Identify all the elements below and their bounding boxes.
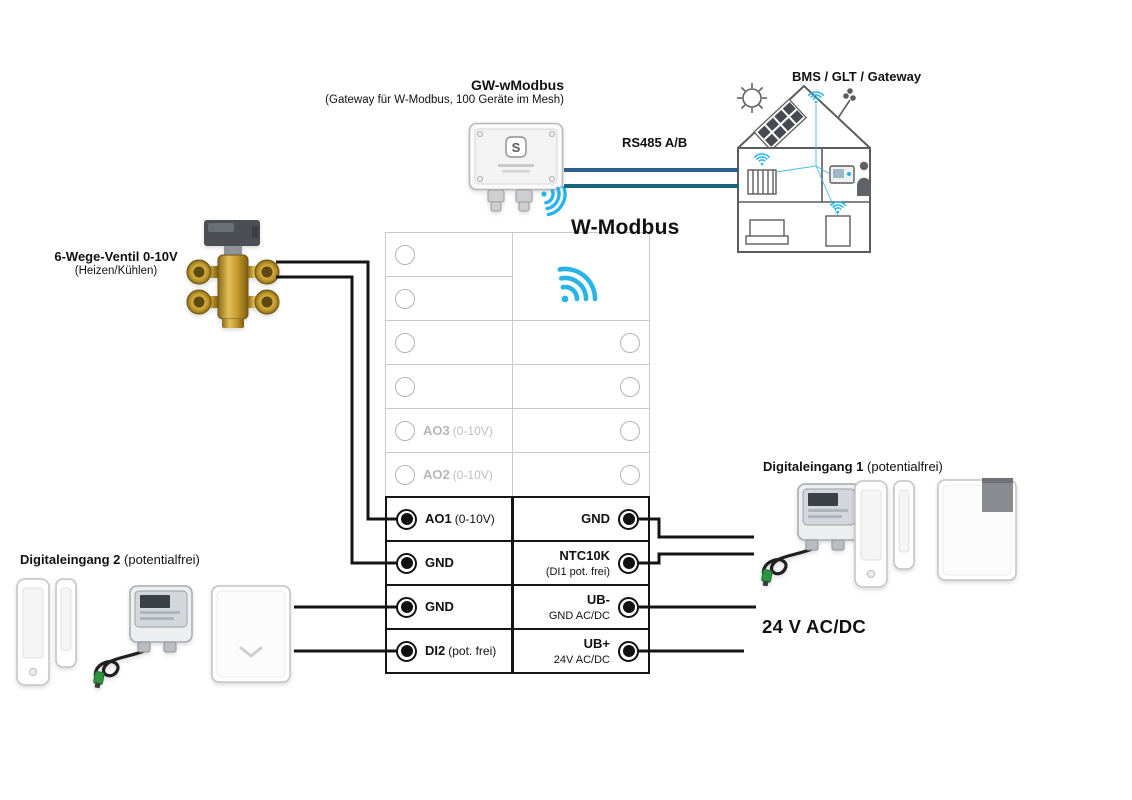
terminal-cell bbox=[385, 232, 513, 277]
terminal-column-left: AO3(0-10V) AO2(0-10V) AO1(0-10V) GND GND… bbox=[385, 232, 513, 674]
terminal-circle bbox=[618, 508, 639, 530]
terminal-cell-ub-plus: UB+24V AC/DC bbox=[512, 628, 650, 674]
sensor-connector bbox=[761, 569, 773, 587]
key-card bbox=[982, 478, 1013, 512]
wire-gnd-di1 bbox=[637, 517, 754, 539]
terminal-cell-gnd: GND bbox=[385, 540, 513, 586]
terminal-circle bbox=[618, 596, 639, 618]
cable-glands bbox=[487, 189, 533, 212]
gateway-title-block: GW-wModbus (Gateway für W-Modbus, 100 Ge… bbox=[325, 77, 564, 106]
terminal-circle bbox=[396, 508, 417, 530]
rs485-label: RS485 A/B bbox=[622, 135, 688, 150]
wmodbus-radio-cell bbox=[512, 232, 650, 321]
chevron-down-icon bbox=[239, 646, 263, 658]
terminal-circle bbox=[396, 552, 417, 574]
terminal-circle bbox=[620, 332, 640, 353]
terminal-cell-gnd-right: GND bbox=[512, 496, 650, 542]
terminal-cell-gnd: GND bbox=[385, 584, 513, 630]
terminal-circle bbox=[620, 420, 640, 441]
terminal-circle bbox=[395, 288, 415, 309]
bms-label: BMS / GLT / Gateway bbox=[792, 69, 922, 84]
valve-title: 6-Wege-Ventil 0-10V bbox=[54, 249, 178, 264]
gateway-subtitle: (Gateway für W-Modbus, 100 Geräte im Mes… bbox=[325, 94, 564, 106]
building-illustration bbox=[726, 70, 886, 262]
sensor-connector bbox=[93, 671, 105, 689]
gateway-device-image: S bbox=[468, 122, 564, 214]
terminal-circle bbox=[395, 420, 415, 441]
di1-label: Digitaleingang 1 (potentialfrei) bbox=[763, 459, 943, 474]
valve-body bbox=[217, 254, 249, 320]
terminal-circle bbox=[396, 596, 417, 618]
solar-panel bbox=[753, 98, 808, 152]
sensor-cable bbox=[93, 649, 146, 680]
power-supply-label: 24 V AC/DC bbox=[762, 616, 867, 637]
door-contact-image bbox=[852, 478, 924, 590]
terminal-cell bbox=[512, 364, 650, 409]
terminal-cell bbox=[385, 364, 513, 409]
wmodbus-label: W-Modbus bbox=[571, 216, 680, 239]
person-icon bbox=[857, 161, 871, 196]
terminal-cell-di2: DI2(pot. frei) bbox=[385, 628, 513, 674]
card-switch-image bbox=[210, 584, 292, 684]
di2-label: Digitaleingang 2 (potentialfrei) bbox=[20, 552, 200, 567]
valve-subtitle: (Heizen/Kühlen) bbox=[74, 265, 158, 277]
sensor-device-image bbox=[88, 578, 200, 690]
terminal-cell bbox=[385, 320, 513, 365]
terminal-cell-ao2: AO2(0-10V) bbox=[385, 452, 513, 497]
terminal-column-right: GND NTC10K(DI1 pot. frei) UB-GND AC/DC U… bbox=[512, 232, 650, 674]
terminal-circle bbox=[618, 640, 639, 662]
terminal-circle bbox=[395, 464, 415, 485]
svg-text:S: S bbox=[512, 140, 521, 155]
terminal-cell-ao1: AO1(0-10V) bbox=[385, 496, 513, 542]
sensor-cable bbox=[761, 547, 814, 578]
wire-valve-gnd bbox=[276, 275, 398, 565]
radiator-icon bbox=[747, 169, 777, 195]
terminal-circle bbox=[395, 332, 415, 353]
terminal-cell-ub-minus: UB-GND AC/DC bbox=[512, 584, 650, 630]
door-contact-image bbox=[14, 576, 86, 688]
wifi-icon bbox=[534, 186, 596, 238]
sun-icon bbox=[737, 83, 767, 113]
terminal-circle bbox=[395, 376, 415, 397]
furniture-icons bbox=[745, 215, 851, 247]
terminal-cell bbox=[512, 408, 650, 453]
valve-label-block: 6-Wege-Ventil 0-10V (Heizen/Kühlen) bbox=[31, 249, 201, 277]
weather-sensor-mast bbox=[837, 88, 856, 119]
wire-ntc-di1 bbox=[637, 552, 754, 565]
terminal-cell bbox=[512, 320, 650, 365]
terminal-circle bbox=[396, 640, 417, 662]
sensor-device-image bbox=[756, 476, 868, 588]
card-switch-image bbox=[936, 476, 1018, 584]
wifi-icon bbox=[551, 239, 621, 319]
terminal-circle bbox=[620, 376, 640, 397]
terminal-circle bbox=[620, 464, 640, 485]
brand-logo bbox=[505, 136, 527, 158]
wireless-links bbox=[775, 104, 839, 217]
terminal-cell bbox=[512, 452, 650, 497]
terminal-cell bbox=[385, 276, 513, 321]
terminal-circle bbox=[618, 552, 639, 574]
terminal-circle bbox=[395, 244, 415, 265]
gateway-title: GW-wModbus bbox=[470, 77, 564, 93]
wire-valve-ao1 bbox=[276, 260, 398, 521]
valve-image bbox=[186, 218, 294, 332]
terminal-cell-ntc10k: NTC10K(DI1 pot. frei) bbox=[512, 540, 650, 586]
terminal-cell-ao3: AO3(0-10V) bbox=[385, 408, 513, 453]
